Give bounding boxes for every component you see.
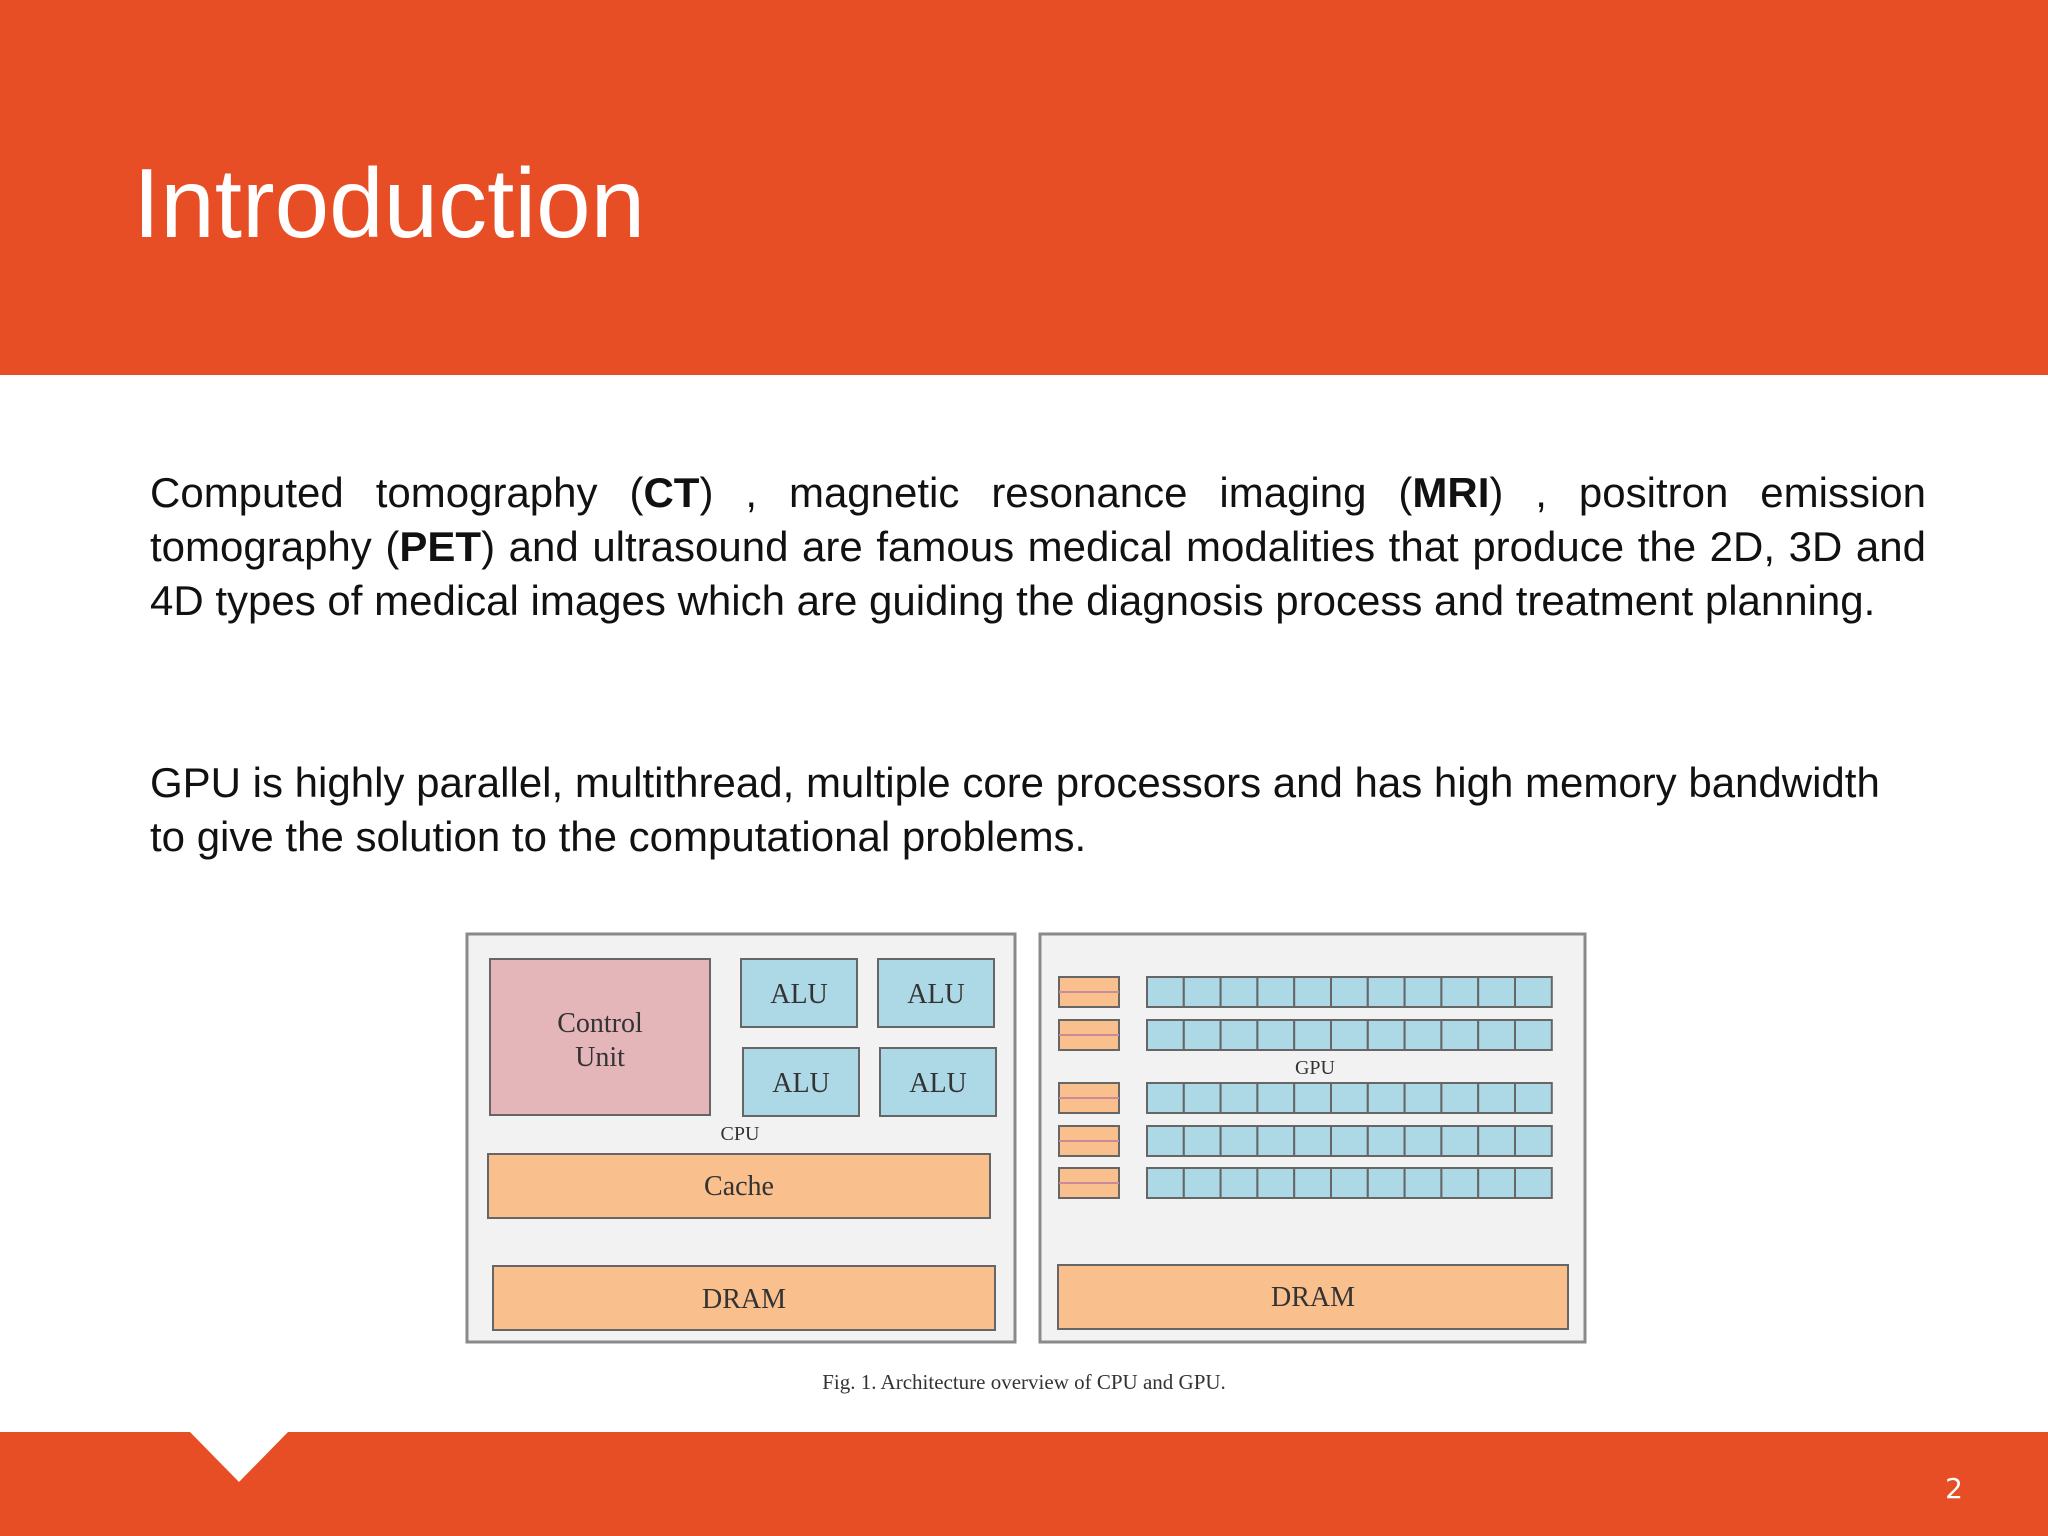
gpu-paragraph: GPU is highly parallel, multithread, mul…: [150, 759, 1880, 860]
footer-notch: [190, 1432, 288, 1482]
gpu-core-cell: [1477, 1125, 1517, 1157]
mri-term: MRI: [1412, 469, 1490, 516]
cpu-label: CPU: [721, 1123, 760, 1145]
cpu-dram-label: DRAM: [702, 1284, 786, 1315]
gpu-core-cell: [1146, 1019, 1185, 1051]
gpu-label: GPU: [1295, 1057, 1336, 1079]
gpu-core-cell: [1330, 1125, 1369, 1157]
gpu-dram-box: [1057, 1264, 1569, 1330]
alu-box: [877, 958, 995, 1028]
cache-label: Cache: [704, 1171, 774, 1202]
gpu-core-cell: [1182, 1082, 1222, 1114]
gpu-core-cell: [1366, 1082, 1406, 1114]
gpu-core-cell: [1256, 1019, 1296, 1051]
title-banner: [0, 0, 2048, 375]
gpu-core-cell: [1219, 1019, 1259, 1051]
gpu-core-cell: [1146, 1167, 1185, 1199]
alu-box: [879, 1047, 997, 1117]
gpu-core-cell: [1440, 1125, 1480, 1157]
gpu-core-cell: [1293, 976, 1333, 1008]
gpu-core-cell: [1477, 1082, 1517, 1114]
alu-box: [742, 1047, 860, 1117]
gpu-core-cell: [1440, 1019, 1480, 1051]
gpu-core-cell: [1440, 1082, 1480, 1114]
cache-box: [487, 1153, 991, 1219]
gpu-core-cell: [1366, 1167, 1406, 1199]
gpu-core-cell: [1182, 1019, 1222, 1051]
slide-title: Introduction: [133, 148, 646, 258]
gpu-core-cell: [1256, 976, 1296, 1008]
gpu-core-cell: [1256, 1167, 1296, 1199]
footer-bar: [0, 1432, 2048, 1536]
gpu-core-cell: [1219, 1167, 1259, 1199]
gpu-core-cell: [1256, 1082, 1296, 1114]
gpu-core-cell: [1477, 976, 1517, 1008]
gpu-diagram: GPU DRAM: [1038, 932, 1587, 1344]
gpu-core-cell: [1219, 976, 1259, 1008]
gpu-core-cell: [1182, 1167, 1222, 1199]
ct-term: CT: [643, 469, 700, 516]
gpu-core-cell: [1293, 1167, 1333, 1199]
gpu-core-cell: [1219, 1125, 1259, 1157]
gpu-core-cell: [1366, 1125, 1406, 1157]
figure-caption: Fig. 1. Architecture overview of CPU and…: [822, 1370, 1226, 1394]
control-unit-label: Control: [557, 1008, 643, 1039]
gpu-core-cell: [1146, 1125, 1185, 1157]
gpu-core-cell: [1330, 1019, 1369, 1051]
architecture-figure: Control Unit ALU ALU ALU ALU CPU Cache D…: [465, 930, 1595, 1350]
pet-term: PET: [399, 523, 482, 570]
cpu-diagram: Control Unit ALU ALU ALU ALU CPU Cache D…: [465, 932, 1017, 1344]
gpu-core-cell: [1477, 1167, 1517, 1199]
gpu-core-cell: [1403, 1167, 1443, 1199]
page-number: 2: [1945, 1472, 1963, 1505]
gpu-core-cell: [1293, 1125, 1333, 1157]
paragraph-text: ) and ultrasound are famous medical moda…: [150, 523, 1926, 624]
gpu-core-cell: [1403, 976, 1443, 1008]
gpu-core-cell: [1182, 976, 1222, 1008]
cpu-dram-box: [492, 1265, 996, 1331]
gpu-core-cell: [1440, 1167, 1480, 1199]
gpu-core-cell: [1477, 1019, 1517, 1051]
gpu-core-cell: [1182, 1125, 1222, 1157]
gpu-core-cell: [1366, 1019, 1406, 1051]
control-unit-box: [489, 958, 711, 1116]
gpu-core-cell: [1514, 976, 1553, 1008]
gpu-core-cell: [1330, 1082, 1369, 1114]
alu-label: ALU: [772, 1068, 830, 1099]
intro-paragraph: Computed tomography (CT) , magnetic reso…: [150, 466, 1926, 628]
paragraph-text: ) , positron emission tomography (: [150, 469, 1926, 570]
gpu-core-cell: [1256, 1125, 1296, 1157]
gpu-core-cell: [1514, 1019, 1553, 1051]
gpu-core-cell: [1514, 1082, 1553, 1114]
alu-box: [740, 958, 858, 1028]
gpu-core-cell: [1403, 1125, 1443, 1157]
gpu-core-cell: [1330, 976, 1369, 1008]
control-unit-label: Unit: [575, 1042, 625, 1073]
alu-label: ALU: [909, 1068, 967, 1099]
gpu-core-cell: [1403, 1082, 1443, 1114]
alu-label: ALU: [770, 979, 828, 1010]
gpu-core-cell: [1403, 1019, 1443, 1051]
paragraph-text: ) , magnetic resonance imaging (: [699, 469, 1413, 516]
gpu-core-cell: [1514, 1167, 1553, 1199]
gpu-core-cell: [1146, 1082, 1185, 1114]
gpu-core-rows: [1058, 976, 1553, 1199]
paragraph-text: Computed tomography (: [150, 469, 644, 516]
alu-label: ALU: [907, 979, 965, 1010]
gpu-dram-label: DRAM: [1271, 1282, 1355, 1313]
gpu-core-cell: [1293, 1019, 1333, 1051]
gpu-core-cell: [1366, 976, 1406, 1008]
gpu-core-cell: [1219, 1082, 1259, 1114]
gpu-core-cell: [1440, 976, 1480, 1008]
gpu-core-cell: [1146, 976, 1185, 1008]
gpu-core-cell: [1293, 1082, 1333, 1114]
gpu-core-cell: [1514, 1125, 1553, 1157]
gpu-core-cell: [1330, 1167, 1369, 1199]
